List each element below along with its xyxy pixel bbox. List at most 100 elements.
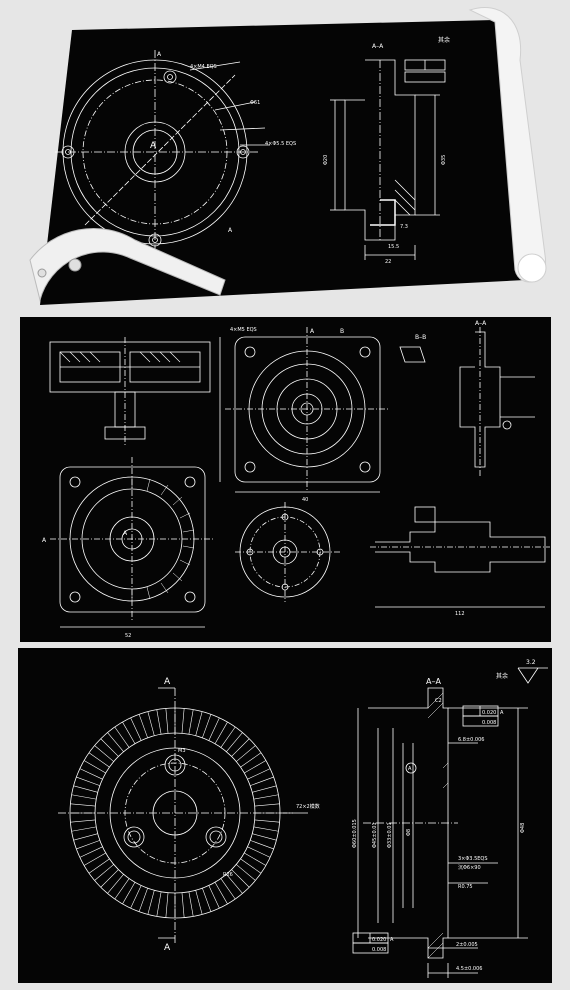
gear-tooth: [240, 858, 262, 874]
gear-tooth: [76, 840, 100, 850]
gear-tooth: [236, 745, 256, 762]
gear-tooth: [214, 721, 228, 744]
gear-tooth: [79, 846, 103, 858]
gear-tooth: [195, 890, 203, 915]
p3-holes: 3×Φ3.5EQS: [458, 856, 488, 862]
gear-tooth: [252, 833, 277, 841]
gear-tooth: [247, 768, 271, 780]
p2-center-a: A: [123, 530, 128, 537]
gear-tooth: [156, 709, 162, 735]
gear-tooth: [226, 732, 243, 752]
gear-tooth: [107, 732, 124, 752]
gear-tooth: [100, 869, 119, 888]
gear-tooth: [231, 738, 250, 757]
p3-center-a: A: [408, 766, 412, 772]
gear-tooth: [250, 776, 274, 786]
gear-tooth: [247, 846, 271, 858]
p3-roughness-note: 其余: [496, 672, 508, 680]
p3-r075: R0.75: [458, 884, 473, 890]
gear-tooth: [231, 869, 250, 888]
gear-tooth: [254, 819, 280, 823]
p3-section-aa: A–A: [426, 677, 441, 686]
gear-tooth: [138, 888, 148, 912]
p3-section-label-top: A: [164, 677, 171, 687]
p3-dim-d4: Φ8: [406, 829, 412, 836]
gear-tooth: [220, 726, 236, 748]
p3-tol2: 0.008: [482, 720, 496, 726]
p1-section-label: A–A: [372, 43, 384, 50]
gear-tooth: [122, 882, 136, 905]
gear-tooth: [100, 738, 119, 757]
gear-tooth: [73, 785, 98, 793]
p3-holes2: 沉Φ6×90: [458, 864, 481, 871]
gear-tooth: [253, 826, 279, 832]
p2-shaft-dim: 112: [455, 611, 465, 617]
p3-dim-m3: M3: [178, 748, 186, 754]
gear-tooth: [122, 721, 136, 744]
gear-tooth: [107, 874, 124, 894]
drawing-sheet-3: A A A–A 3.2 其余 M3 72×2模数 R26 Φ60±0.015 Φ…: [18, 648, 552, 983]
gear-tooth: [94, 745, 114, 762]
gear-tooth: [94, 864, 114, 881]
gear-tooth: [83, 852, 106, 866]
p1-section-a-top: A: [157, 51, 162, 58]
gear-tooth: [147, 890, 155, 915]
gear-tooth: [252, 785, 277, 793]
p3-dim-45: 4.5±0.006: [456, 966, 482, 972]
paper-roll: [468, 6, 547, 283]
p1-roughness-note: 其余: [438, 36, 450, 44]
gear-tooth: [220, 878, 236, 900]
p1-d1: Φ61: [250, 100, 260, 106]
gear-tooth: [156, 891, 162, 917]
p3-tol4: 0.008: [372, 947, 386, 953]
p1-holes: 4×M4 EQS: [190, 64, 217, 70]
p3-dim-teeth: 72×2模数: [296, 803, 320, 810]
gear-tooth: [226, 874, 243, 894]
p3-dim-d5: Φ48: [520, 823, 526, 833]
p1-center-a: A: [150, 141, 157, 151]
p3-tol1: 0.020: [482, 710, 496, 716]
p3-dim-d3: Φ33±0.01: [387, 822, 393, 848]
p3-tol3: 0.020: [372, 937, 386, 943]
gear-tooth: [195, 711, 203, 736]
p2-section-b: B: [340, 328, 344, 335]
p2-section-aa: A–A: [475, 320, 487, 327]
gear-tooth: [138, 714, 148, 738]
p1-dim-a: 7.3: [400, 224, 408, 230]
gear-tooth: [83, 760, 106, 774]
gear-tooth: [254, 803, 280, 807]
gear-tooth: [244, 760, 267, 774]
p1-dim-v1: Φ20: [323, 155, 329, 165]
gear-tooth: [181, 708, 185, 734]
sheet-1-paper: [40, 20, 525, 305]
p3-section-label-bottom: A: [164, 943, 171, 953]
gear-tooth: [240, 752, 262, 768]
p2-left-a: A: [42, 537, 47, 544]
p3-dim-d2: Φ45±0.01: [372, 822, 378, 848]
gear-tooth: [244, 852, 267, 866]
gear-tooth: [147, 711, 155, 736]
gear-tooth: [88, 858, 110, 874]
p1-dim-b: 15.5: [388, 244, 399, 250]
p3-tol3-ref: A: [390, 937, 394, 943]
gear-tooth: [202, 888, 212, 912]
p2-dim-bottom2: 40: [302, 497, 308, 503]
p3-dim-d1: Φ60±0.015: [352, 819, 358, 848]
gear-tooth: [188, 891, 194, 917]
gear-tooth: [253, 794, 279, 800]
gear-tooth: [188, 709, 194, 735]
gear-tooth: [114, 878, 130, 900]
p3-dim-2: 2±0.005: [456, 942, 478, 948]
p1-dim-c: 22: [385, 259, 391, 265]
p1-holes-b: 4×Φ5.5 EQS: [265, 141, 296, 147]
gear-tooth: [250, 840, 274, 850]
drawing-sheet-2: A B B–B A–A 4×M5 EQS A A 52 40 112: [20, 317, 551, 642]
p2-section-bb: B–B: [415, 334, 426, 341]
gear-tooth: [79, 768, 103, 780]
p2-dim-bottom: 52: [125, 633, 131, 639]
p2-section-a: A: [310, 328, 315, 335]
gear-tooth: [76, 776, 100, 786]
gear-tooth: [130, 885, 142, 909]
gear-tooth: [181, 892, 185, 918]
paper-roll-end: [517, 253, 547, 283]
